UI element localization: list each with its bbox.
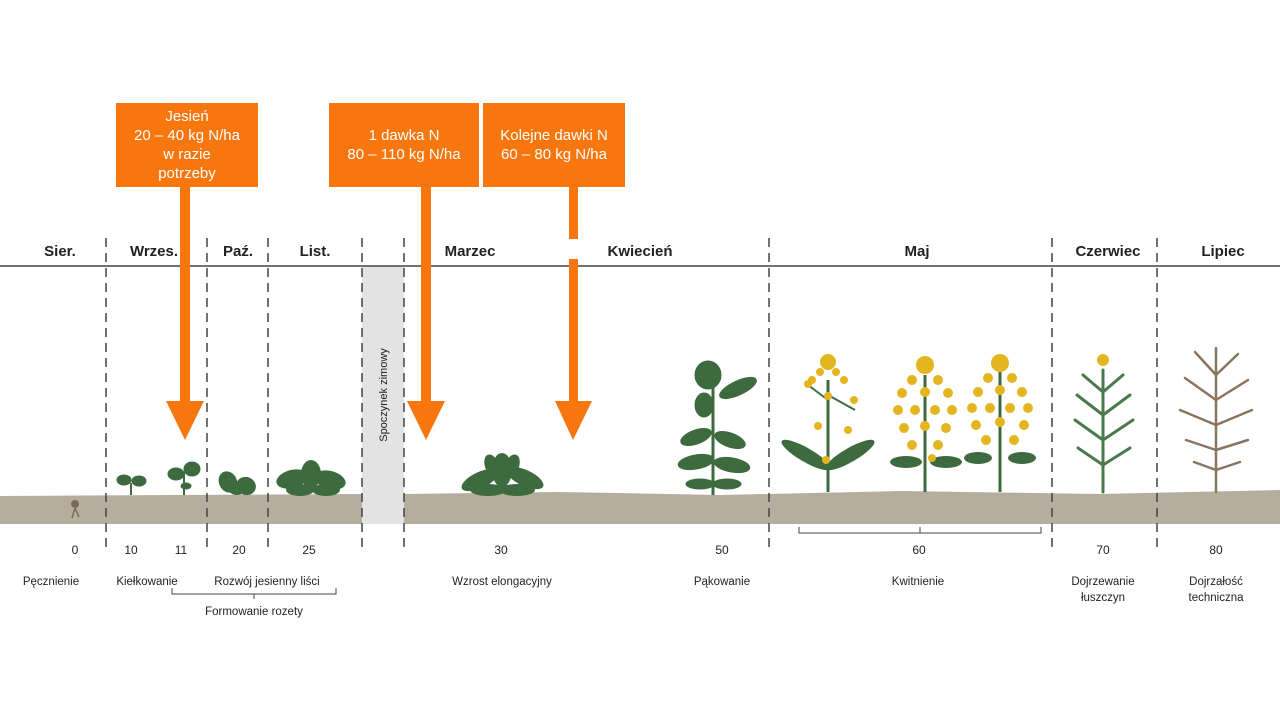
stage-pod-ripening-line-1: Dojrzewanie: [1071, 576, 1135, 588]
month-separators: [105, 238, 1158, 552]
stage-pod-ripening-label: Dojrzewanie łuszczyn: [1071, 574, 1134, 606]
stage-germination-label: Kiełkowanie: [116, 576, 178, 588]
arrow-first-dose: [407, 187, 445, 440]
stage-maturity-label: Dojrzałość techniczna: [1189, 574, 1244, 606]
month-label: Sier.: [44, 243, 76, 260]
rosette-icon: [276, 460, 346, 496]
arrow-autumn: [166, 187, 204, 440]
annotation-autumn-line-3: w razie: [163, 146, 211, 163]
month-label: Maj: [904, 243, 930, 260]
stage-pod-ripening-line-2: łuszczyn: [1080, 592, 1126, 604]
annotation-first-dose-line-2: 80 – 110 kg N/ha: [347, 146, 461, 163]
annotation-next-doses-line-2: 60 – 80 kg N/ha: [501, 146, 607, 163]
growth-code: 30: [494, 543, 508, 557]
annotation-autumn-line-4: potrzeby: [158, 165, 216, 182]
growth-code: 70: [1096, 543, 1110, 557]
growth-code: 10: [124, 543, 138, 557]
rosette-bracket: [171, 588, 337, 599]
flowering-plant-full-icon: [964, 354, 1036, 492]
annotation-autumn: Jesień 20 – 40 kg N/ha w razie potrzeby: [116, 103, 258, 187]
seedling-icon: [116, 474, 147, 495]
stage-maturity-line-1: Dojrzałość: [1189, 576, 1243, 588]
flowering-plant-early-icon: [781, 354, 875, 492]
growth-code: 80: [1209, 543, 1223, 557]
month-label: Paź.: [222, 243, 254, 260]
annotation-autumn-line-1: Jesień: [165, 108, 209, 125]
mature-dry-plant-icon: [1178, 346, 1254, 494]
growth-code: 50: [715, 543, 729, 557]
stage-flowering-label: Kwitnienie: [891, 576, 945, 588]
annotation-next-doses: Kolejne dawki N 60 – 80 kg N/ha: [483, 103, 625, 187]
month-label: Kwiecień: [607, 243, 673, 260]
stage-budding-label: Pąkowanie: [693, 576, 751, 588]
flowering-bracket: [798, 527, 1042, 534]
annotation-autumn-line-2: 20 – 40 kg N/ha: [134, 127, 240, 144]
stage-elongation-label: Wzrost elongacyjny: [452, 576, 552, 588]
annotation-first-dose-line-1: 1 dawka N: [368, 127, 440, 144]
winter-dormancy-label: Spoczynek zimowy: [378, 348, 390, 442]
stage-swelling-label: Pęcznienie: [22, 576, 80, 588]
arrow-next-doses: [555, 187, 592, 440]
seed-icon: [71, 500, 80, 519]
growth-code: 0: [71, 543, 79, 557]
ripening-plant-icon: [1073, 354, 1135, 494]
growth-code: 20: [232, 543, 246, 557]
spring-rosette-icon: [461, 453, 544, 496]
month-label: Czerwiec: [1075, 243, 1141, 260]
soil-strip: [0, 490, 1280, 524]
stage-maturity-line-2: techniczna: [1188, 592, 1244, 604]
month-label: List.: [299, 243, 331, 260]
month-label: Marzec: [444, 243, 496, 260]
annotation-first-dose: 1 dawka N 80 – 110 kg N/ha: [329, 103, 479, 187]
stage-autumn-leaves-label: Rozwój jesienny liści: [214, 576, 320, 588]
growth-code: 60: [912, 543, 926, 557]
budding-plant-icon: [677, 360, 757, 495]
flowering-plant-mid-icon: [890, 356, 962, 492]
annotation-next-doses-line-1: Kolejne dawki N: [500, 127, 608, 144]
young-rosette-icon: [218, 471, 256, 496]
growth-code: 11: [174, 543, 188, 557]
month-label: Wrzes.: [129, 243, 179, 260]
growth-code: 25: [302, 543, 316, 557]
first-leaf-plant-icon: [167, 461, 201, 495]
winter-dormancy-band: [362, 266, 404, 524]
stage-rosette-label: Formowanie rozety: [205, 606, 303, 618]
month-label: Lipiec: [1201, 243, 1245, 260]
